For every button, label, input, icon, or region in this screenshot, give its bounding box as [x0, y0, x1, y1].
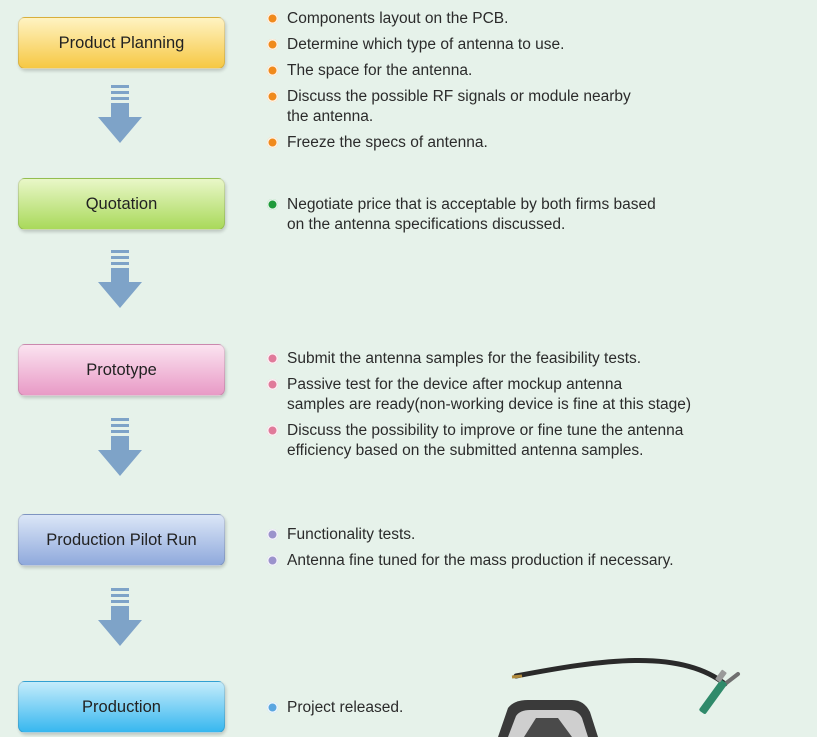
bullet-dot-icon	[267, 529, 278, 540]
stage-product-planning: Product Planning	[18, 17, 225, 69]
down-arrow-icon	[98, 588, 142, 646]
product-planning-bullets: Components layout on the PCB. Determine …	[267, 9, 631, 159]
down-arrow-icon	[98, 418, 142, 476]
bullet-dot-icon	[267, 65, 278, 76]
bullet-dot-icon	[267, 555, 278, 566]
bullet-dot-icon	[267, 13, 278, 24]
stage-production: Production	[18, 681, 225, 733]
bullet-item: Components layout on the PCB.	[267, 9, 631, 29]
down-arrow-icon	[98, 85, 142, 143]
production-bullets: Project released.	[267, 698, 403, 724]
down-arrow-icon	[98, 250, 142, 308]
prototype-bullets: Submit the antenna samples for the feasi…	[267, 349, 691, 467]
stage-label: Product Planning	[58, 33, 185, 52]
bullet-dot-icon	[267, 353, 278, 364]
bullet-item: Antenna fine tuned for the mass producti…	[267, 551, 674, 571]
bullet-dot-icon	[267, 137, 278, 148]
stage-label: Production Pilot Run	[46, 530, 197, 549]
bullet-dot-icon	[267, 702, 278, 713]
production-pilot-run-bullets: Functionality tests. Antenna fine tuned …	[267, 525, 674, 577]
antenna-illustration	[498, 657, 740, 737]
bullet-item: Passive test for the device after mockup…	[267, 375, 691, 415]
bullet-dot-icon	[267, 39, 278, 50]
bullet-dot-icon	[267, 425, 278, 436]
bullet-item: Discuss the possible RF signals or modul…	[267, 87, 631, 127]
bullet-dot-icon	[267, 91, 278, 102]
quotation-bullets: Negotiate price that is acceptable by bo…	[267, 195, 656, 241]
bullet-item: Functionality tests.	[267, 525, 674, 545]
bullet-item: Submit the antenna samples for the feasi…	[267, 349, 691, 369]
bullet-item: Negotiate price that is acceptable by bo…	[267, 195, 656, 235]
bullet-item: Project released.	[267, 698, 403, 718]
bullet-item: The space for the antenna.	[267, 61, 631, 81]
stage-production-pilot-run: Production Pilot Run	[18, 514, 225, 566]
bullet-item: Discuss the possibility to improve or fi…	[267, 421, 691, 461]
stage-label: Production	[82, 697, 161, 716]
bullet-dot-icon	[267, 379, 278, 390]
stage-quotation: Quotation	[18, 178, 225, 230]
bullet-item: Freeze the specs of antenna.	[267, 133, 631, 153]
stage-prototype: Prototype	[18, 344, 225, 396]
bullet-item: Determine which type of antenna to use.	[267, 35, 631, 55]
stage-label: Quotation	[85, 194, 158, 213]
bullet-dot-icon	[267, 199, 278, 210]
stage-label: Prototype	[86, 360, 157, 379]
